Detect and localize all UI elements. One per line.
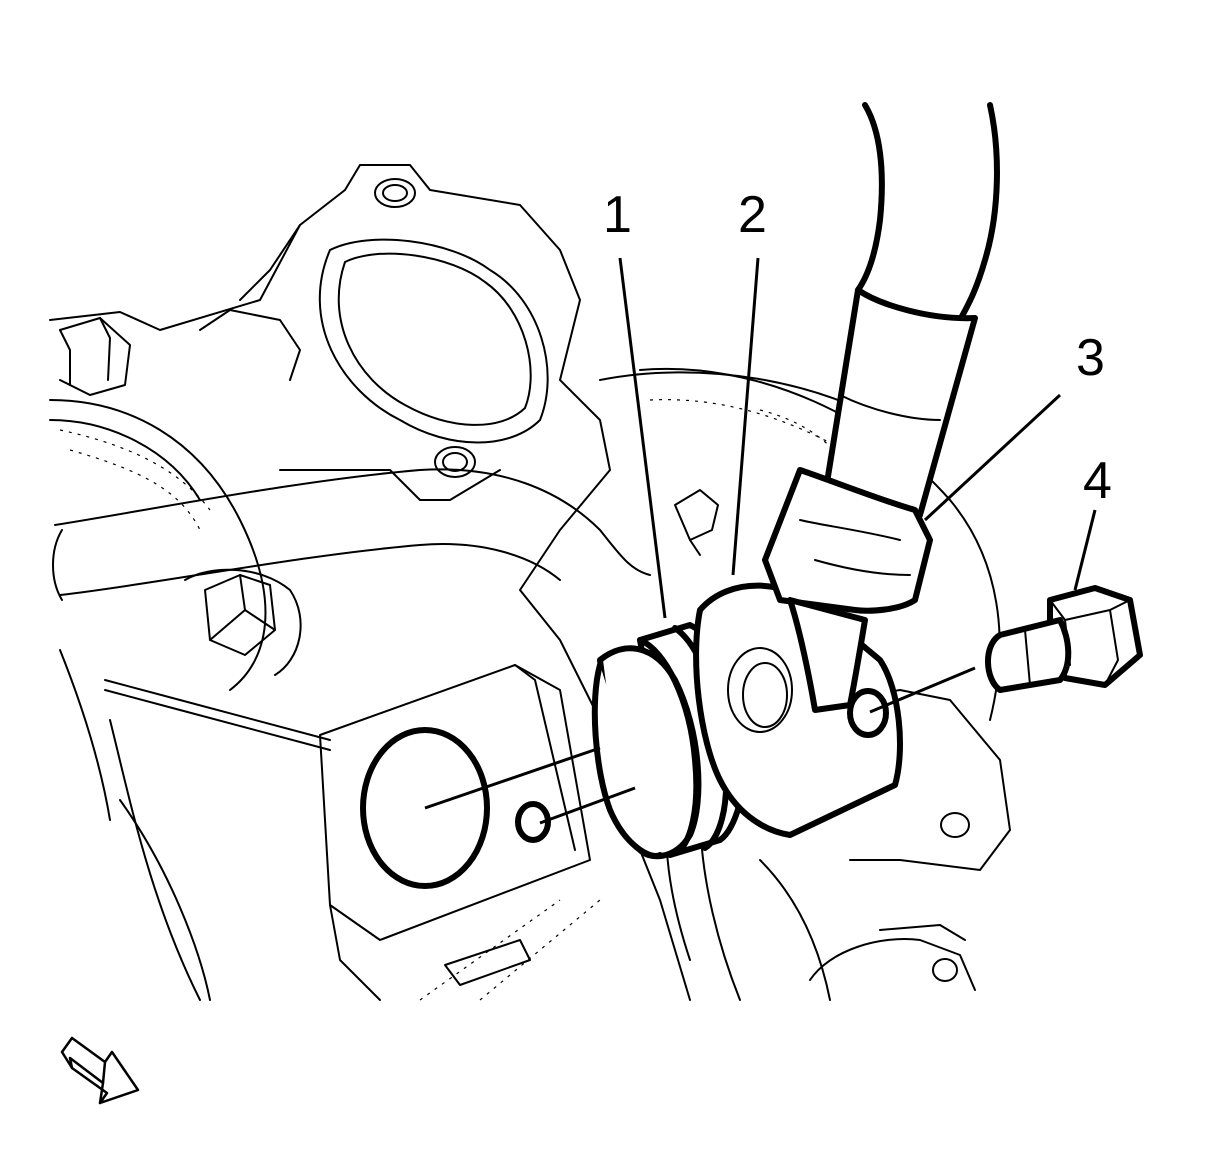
callout-label-1: 1 [603,186,632,244]
callout-label-2: 2 [738,186,767,244]
callout-leaders [618,257,1097,619]
callout-label-4: 4 [1083,452,1112,510]
alignment-lines [424,666,976,825]
hose-assembly-part-3 [762,102,1000,713]
banjo-bolt-part-4 [985,585,1143,693]
engine-block [49,164,1011,1001]
o-ring-seals [360,727,551,889]
view-direction-arrow-icon [60,1036,140,1105]
callout-label-3: 3 [1076,329,1105,387]
